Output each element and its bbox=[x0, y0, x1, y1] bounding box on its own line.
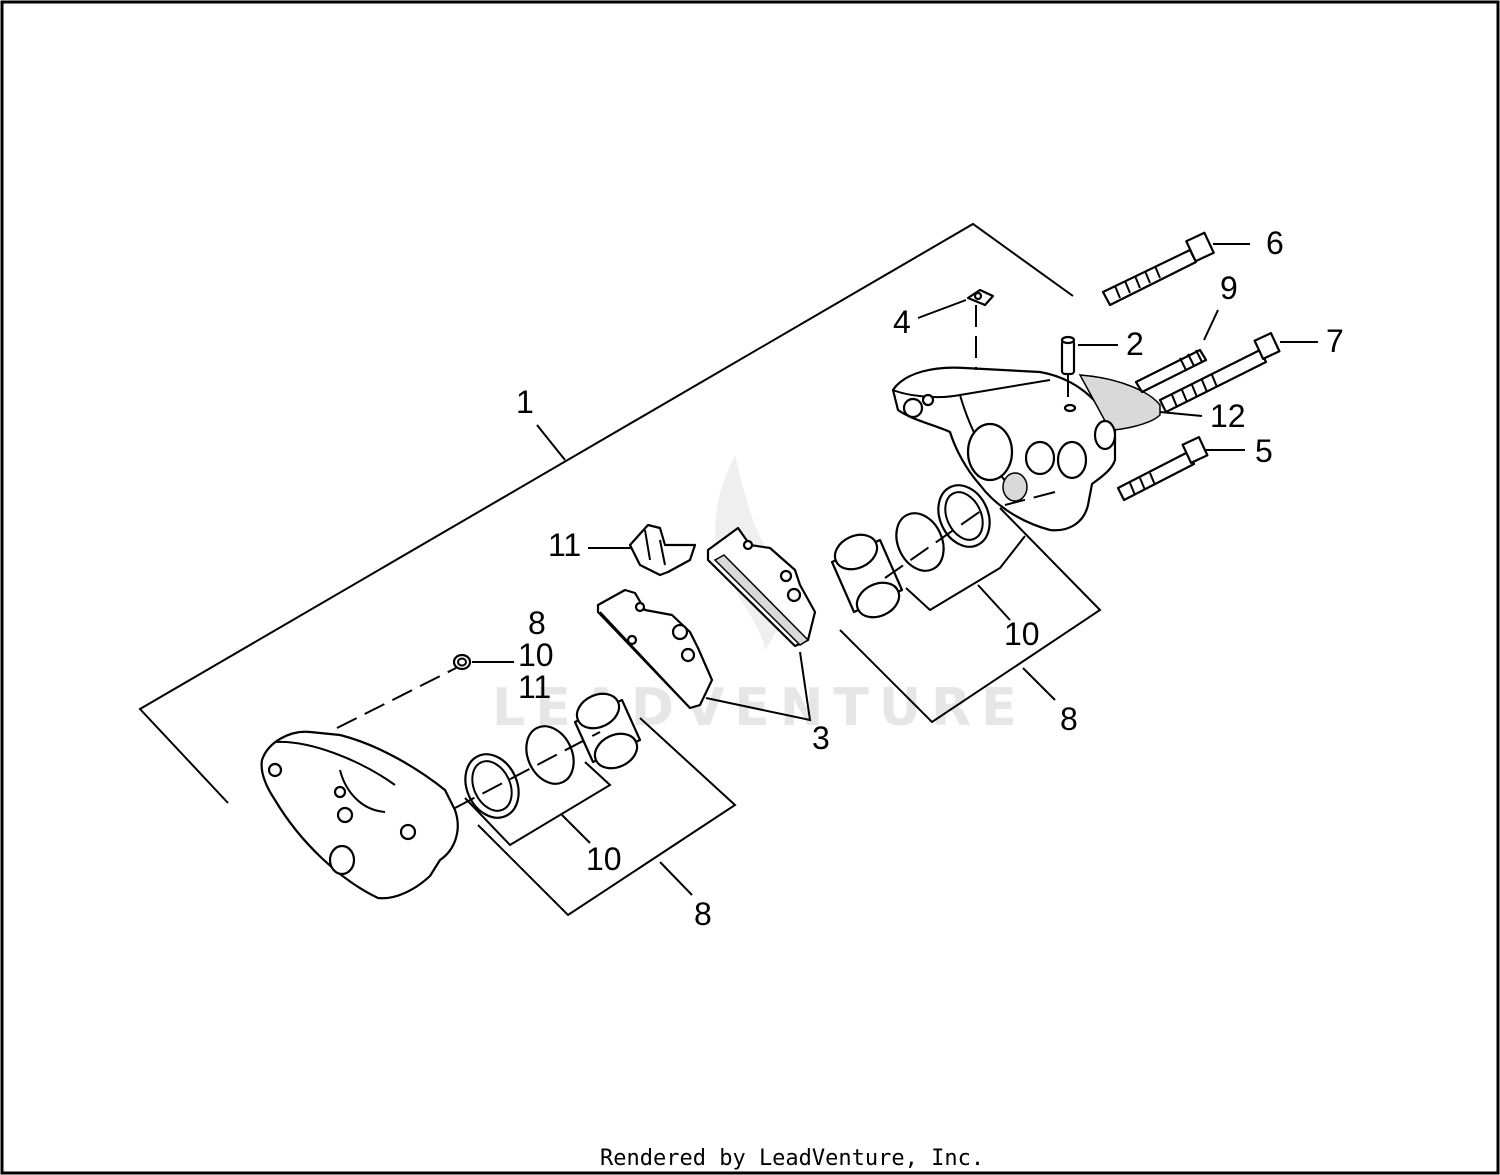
caliper-outer-housing bbox=[260, 730, 459, 900]
pad-clip-11 bbox=[628, 523, 697, 577]
callout-3: 3 bbox=[812, 720, 830, 756]
callout-2: 2 bbox=[1126, 326, 1144, 362]
bracket-8-right bbox=[839, 507, 1102, 724]
callout-12: 12 bbox=[1210, 398, 1246, 434]
watermark-text: LEADVENTURE bbox=[492, 678, 1027, 738]
piston-right bbox=[830, 533, 904, 619]
seal-ring-left-inner bbox=[525, 725, 575, 785]
axis-line-mount bbox=[1004, 491, 1056, 506]
callout-10-stack: 10 bbox=[518, 637, 554, 673]
seal-ring-right-inner bbox=[895, 512, 945, 572]
callout-8-left: 8 bbox=[694, 896, 712, 932]
fitting-small bbox=[452, 653, 472, 671]
callout-1: 1 bbox=[516, 384, 534, 420]
leader-8-right bbox=[1022, 667, 1056, 701]
bolt-6 bbox=[1101, 231, 1215, 307]
callout-10-right: 10 bbox=[1004, 616, 1040, 652]
axis-line-left-housing bbox=[336, 667, 457, 729]
callout-5: 5 bbox=[1255, 433, 1273, 469]
bracket-3 bbox=[705, 651, 812, 722]
piston-left bbox=[573, 692, 642, 770]
callout-8-right: 8 bbox=[1060, 701, 1078, 737]
bracket-8-left bbox=[477, 717, 737, 917]
callout-8-stack: 8 bbox=[528, 605, 546, 641]
seal-ring-left-outer bbox=[464, 753, 520, 819]
callout-9: 9 bbox=[1220, 270, 1238, 306]
assembly-bracket bbox=[138, 222, 1074, 804]
leader-4 bbox=[917, 299, 967, 319]
callout-11-stack: 11 bbox=[518, 669, 551, 705]
callout-7: 7 bbox=[1326, 323, 1344, 359]
callout-6: 6 bbox=[1266, 225, 1284, 261]
leader-9 bbox=[1203, 309, 1219, 341]
axis-line-right-piston bbox=[884, 507, 986, 579]
leader-12 bbox=[1159, 411, 1203, 417]
washer-4 bbox=[966, 288, 995, 307]
callout-11-top: 11 bbox=[548, 527, 581, 563]
bolt-7 bbox=[1158, 332, 1281, 414]
bracket-10-left bbox=[464, 761, 612, 847]
callout-4: 4 bbox=[893, 304, 911, 340]
footer-credit: Rendered by LeadVenture, Inc. bbox=[600, 1146, 984, 1171]
pin-9 bbox=[1134, 348, 1208, 394]
leader-10-right bbox=[977, 584, 1011, 621]
leader-1 bbox=[536, 424, 566, 461]
bracket-10-right bbox=[905, 535, 1026, 612]
axis-line-left-piston bbox=[454, 731, 601, 809]
leader-8-left bbox=[659, 861, 693, 896]
leader-10-left bbox=[561, 814, 591, 844]
callout-10-left: 10 bbox=[586, 841, 622, 877]
brake-pad-left bbox=[596, 588, 714, 710]
bolt-5 bbox=[1116, 436, 1209, 502]
brake-pad-right bbox=[706, 526, 817, 648]
caliper-mount-housing bbox=[891, 366, 1161, 532]
bleeder-valve-2 bbox=[1060, 335, 1076, 376]
